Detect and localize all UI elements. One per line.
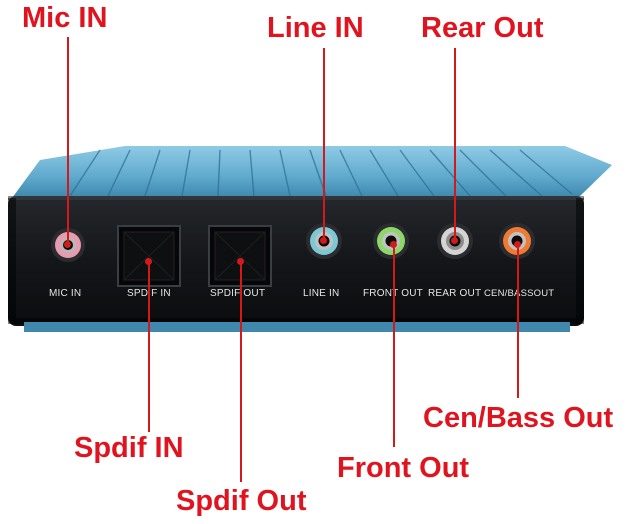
callout-spdif-out: Spdif Out xyxy=(176,485,307,517)
leader-spdif-out xyxy=(240,262,242,482)
leader-line-in xyxy=(323,48,325,241)
leader-cen-bass-out xyxy=(517,245,519,398)
callout-front-out: Front Out xyxy=(337,452,470,484)
front-panel xyxy=(8,196,584,326)
leader-spdif-in xyxy=(148,262,150,432)
panel-label-spdif-out: SPDIF OUT xyxy=(210,288,266,299)
device-bottom-edge xyxy=(24,322,570,332)
leader-rear-out xyxy=(454,48,456,241)
panel-label-cen-bass-out: CEN/BASSOUT xyxy=(484,288,555,299)
housing-fins xyxy=(69,149,573,197)
panel-label-line-in: LINE IN xyxy=(303,288,340,299)
leader-dot-rear-out xyxy=(451,237,458,244)
callout-rear-out: Rear Out xyxy=(421,12,544,44)
leader-dot-line-in xyxy=(320,237,327,244)
callout-mic-in: Mic IN xyxy=(22,2,108,34)
callout-spdif-in: Spdif IN xyxy=(74,432,184,464)
panel-label-mic-in: MIC IN xyxy=(49,288,82,299)
device-top-housing xyxy=(12,146,612,198)
leader-dot-front-out xyxy=(390,241,397,248)
leader-mic-in xyxy=(67,37,69,245)
leader-dot-mic-in xyxy=(64,241,71,248)
leader-dot-cen-bass-out xyxy=(514,241,521,248)
leader-dot-spdif-out xyxy=(237,258,244,265)
panel-label-rear-out: REAR OUT xyxy=(428,288,482,299)
panel-label-front-out: FRONT OUT xyxy=(363,288,423,299)
leader-front-out xyxy=(393,245,395,447)
callout-line-in: Line IN xyxy=(267,12,364,44)
leader-dot-spdif-in xyxy=(145,258,152,265)
callout-cen-bass-out: Cen/Bass Out xyxy=(423,402,614,434)
